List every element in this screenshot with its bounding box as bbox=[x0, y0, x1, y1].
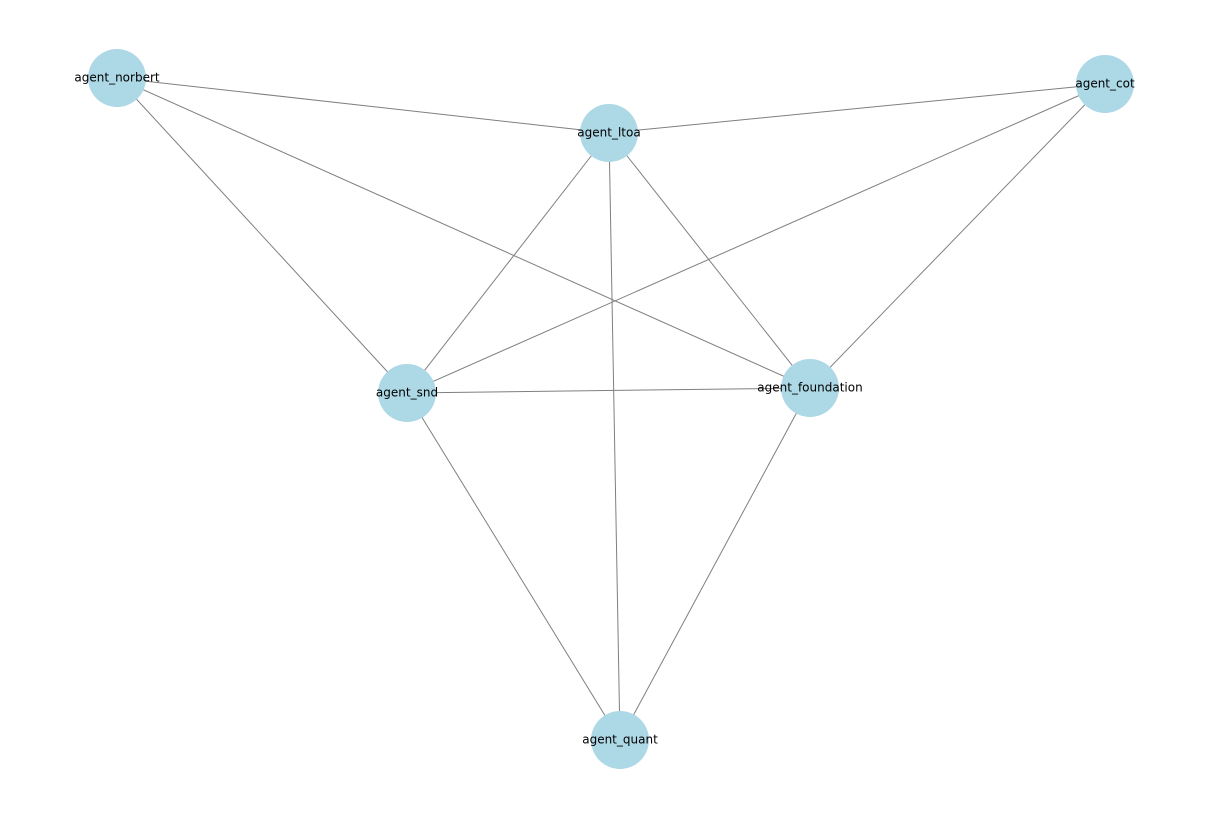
node-label: agent_ltoa bbox=[577, 126, 640, 140]
edges-layer bbox=[116, 77, 1106, 741]
graph-edge bbox=[608, 83, 1106, 134]
node-circle[interactable] bbox=[1076, 55, 1134, 113]
node-circle[interactable] bbox=[88, 49, 146, 107]
graph-node-agent-ltoa[interactable]: agent_ltoa bbox=[577, 104, 641, 162]
graph-edge bbox=[406, 387, 811, 394]
graph-edge bbox=[116, 77, 811, 389]
node-label: agent_snd bbox=[376, 386, 438, 400]
graph-edge bbox=[809, 83, 1106, 389]
graph-edge bbox=[619, 387, 811, 741]
graph-edge bbox=[116, 77, 408, 394]
graph-edge bbox=[406, 132, 610, 394]
node-label: agent_foundation bbox=[757, 381, 862, 395]
graph-node-agent-cot[interactable]: agent_cot bbox=[1075, 55, 1135, 113]
node-circle[interactable] bbox=[781, 359, 839, 417]
graph-node-agent-foundation[interactable]: agent_foundation bbox=[757, 359, 863, 417]
graph-edge bbox=[406, 392, 621, 741]
node-label: agent_quant bbox=[582, 733, 658, 747]
graph-node-agent-quant[interactable]: agent_quant bbox=[582, 711, 658, 769]
graph-edge bbox=[608, 132, 621, 741]
node-circle[interactable] bbox=[378, 364, 436, 422]
node-circle[interactable] bbox=[580, 104, 638, 162]
graph-edge bbox=[608, 132, 811, 389]
graph-node-agent-snd[interactable]: agent_snd bbox=[376, 364, 438, 422]
graph-edge bbox=[406, 83, 1106, 394]
graph-edge bbox=[116, 77, 610, 134]
nodes-layer: agent_norbert agent_cot agent_ltoa agent_sn… bbox=[74, 49, 1135, 769]
node-circle[interactable] bbox=[591, 711, 649, 769]
node-label: agent_norbert bbox=[74, 71, 159, 85]
node-label: agent_cot bbox=[1075, 77, 1135, 91]
graph-node-agent-norbert[interactable]: agent_norbert bbox=[74, 49, 160, 107]
